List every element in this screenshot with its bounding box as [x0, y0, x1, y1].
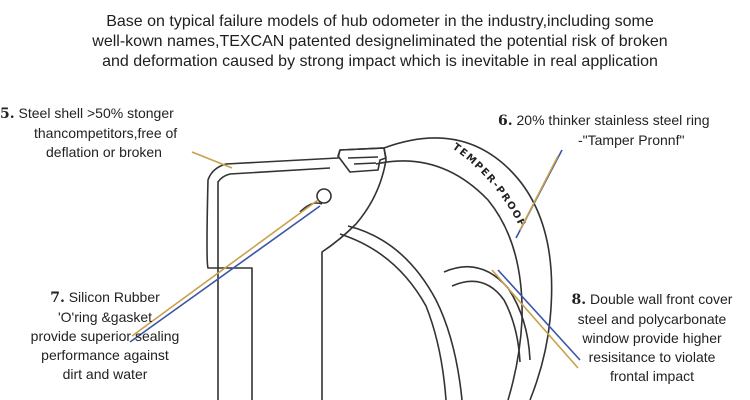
callout-number: 8. — [571, 292, 587, 308]
leader-line-7 — [129, 205, 321, 343]
callout-text: resisitance to violate — [588, 349, 716, 365]
intro-line: well-kown names,TEXCAN patented designel… — [92, 33, 668, 50]
steel-shell — [206, 147, 387, 400]
callout-steel-shell: 5. Steel shell >50% stonger thancompetit… — [0, 104, 177, 162]
leader-line-8 — [491, 269, 579, 369]
callout-text: 20% thinker stainless steel ring — [516, 112, 710, 128]
callout-line: 6. 20% thinker stainless steel ring — [498, 111, 710, 131]
callout-text: window provide higher — [582, 330, 722, 346]
intro-paragraph: Base on typical failure models of hub od… — [40, 12, 720, 72]
front-cover-window-inner — [451, 280, 521, 363]
leader-line-6b — [519, 155, 559, 231]
callout-text: dirt and water — [62, 366, 148, 382]
front-cover-wall-2 — [339, 233, 447, 400]
callout-text: Steel shell >50% stonger — [18, 105, 174, 121]
tamper-ring-inner — [375, 160, 523, 400]
callout-text: Silicon Rubber — [68, 289, 160, 305]
leader-line-5 — [191, 151, 233, 169]
leader-line-7b — [131, 199, 319, 337]
callout-text: 'O'ring &gasket — [57, 309, 153, 325]
front-rim — [337, 147, 387, 173]
front-cover-window — [443, 265, 531, 361]
front-cover-wall-1 — [347, 225, 463, 400]
steel-shell-inner — [217, 167, 331, 400]
callout-silicon-rubber: 7. Silicon Rubber 'O'ring &gasket provid… — [0, 288, 210, 384]
callout-text: thancompetitors,free of — [34, 125, 178, 141]
o-ring-gasket — [316, 188, 332, 204]
leader-line-8b — [497, 269, 581, 361]
callout-text: -"Tamper Pronnf" — [578, 132, 685, 148]
callout-text: deflation or broken — [46, 144, 162, 160]
callout-stainless-ring: 6. 20% thinker stainless steel ring -"Ta… — [498, 111, 710, 150]
callout-text: performance against — [41, 347, 169, 363]
callout-front-cover: 8. Double wall front cover steel and pol… — [552, 290, 750, 386]
callout-text: frontal impact — [609, 368, 695, 384]
callout-number: 7. — [50, 290, 65, 306]
callout-line: 8. Double wall front cover — [552, 290, 750, 310]
callout-text: Double wall front cover — [590, 291, 733, 307]
rim-groove — [347, 156, 379, 165]
intro-line: and deformation caused by strong impact … — [102, 53, 658, 70]
callout-number: 5. — [0, 106, 15, 122]
svg-text:TEMPER-PROOF: TEMPER-PROOF — [450, 142, 527, 230]
callout-text: provide superior sealing — [30, 328, 180, 344]
tamper-ring-outer — [383, 137, 553, 400]
callout-number: 6. — [498, 113, 513, 129]
callout-text: steel and polycarbonate — [577, 311, 727, 327]
intro-line: Base on typical failure models of hub od… — [106, 13, 654, 30]
ring-label: TEMPER-PROOF — [450, 142, 526, 230]
callout-line: 7. Silicon Rubber — [0, 288, 210, 308]
callout-line: 5. Steel shell >50% stonger — [0, 104, 177, 124]
